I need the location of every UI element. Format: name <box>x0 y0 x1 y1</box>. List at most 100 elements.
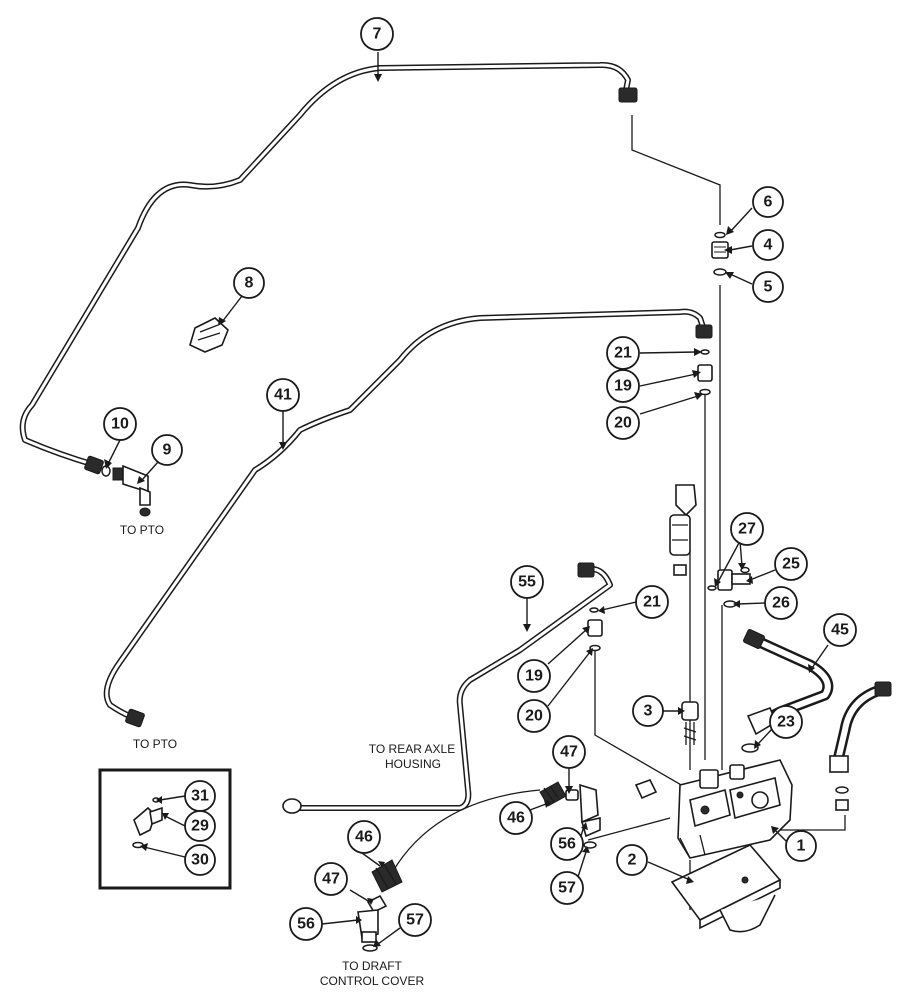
sensor <box>669 484 697 576</box>
right-hose-fitting <box>829 755 849 773</box>
svg-text:20: 20 <box>525 708 543 725</box>
callout-7: 7 <box>360 17 394 51</box>
svg-text:10: 10 <box>111 416 129 433</box>
tube-7-pto-nut <box>84 455 104 475</box>
svg-text:19: 19 <box>525 668 543 685</box>
callout-41: 41 <box>266 378 300 412</box>
fitting-set-upper <box>539 781 601 849</box>
hose-45-nut <box>743 629 765 649</box>
callout-25: 25 <box>774 547 808 581</box>
leaders <box>104 52 829 947</box>
tee-fitting <box>707 566 751 608</box>
note-to-rear-axle-line2: HOUSING <box>385 757 441 771</box>
callout-4: 4 <box>752 229 784 261</box>
callout-57-lower: 57 <box>398 903 432 937</box>
fitting-4 <box>711 231 729 276</box>
svg-text:7: 7 <box>373 26 382 43</box>
svg-text:21: 21 <box>614 345 632 362</box>
tube-41-nut <box>695 324 713 339</box>
callout-21-upper: 21 <box>606 336 640 370</box>
callout-45: 45 <box>823 613 857 647</box>
bracket-2 <box>670 844 782 933</box>
callout-30: 30 <box>184 844 216 876</box>
tube-7-nut <box>618 87 638 103</box>
callout-20-lower: 20 <box>517 699 551 733</box>
callout-10: 10 <box>103 407 137 441</box>
valve-body <box>677 759 793 859</box>
clip-8 <box>189 317 229 353</box>
callout-47-lower: 47 <box>314 862 348 896</box>
svg-text:8: 8 <box>245 275 254 292</box>
svg-text:46: 46 <box>355 829 373 846</box>
callout-47-upper: 47 <box>552 735 586 769</box>
note-to-pto-upper: TO PTO <box>120 523 164 537</box>
right-hose-adapter <box>835 799 849 811</box>
svg-text:56: 56 <box>297 916 315 933</box>
callout-19-upper: 19 <box>606 369 640 403</box>
tube-55-end <box>282 798 302 814</box>
right-hose-ring <box>835 786 849 794</box>
fitting-19-upper <box>697 349 713 396</box>
svg-text:47: 47 <box>322 871 340 888</box>
note-to-draft-line2: CONTROL COVER <box>320 974 425 988</box>
callout-46-lower: 46 <box>347 820 381 854</box>
svg-text:57: 57 <box>558 880 576 897</box>
callout-1: 1 <box>785 830 817 862</box>
callout-29: 29 <box>184 810 216 842</box>
valve-nut <box>634 779 658 800</box>
tube-41-pto-nut <box>125 708 145 728</box>
bolt-3 <box>681 701 699 745</box>
hose-45 <box>743 629 834 736</box>
assembly-line-4 <box>719 285 723 770</box>
svg-text:30: 30 <box>191 852 209 869</box>
svg-text:45: 45 <box>831 622 849 639</box>
callout-5: 5 <box>752 271 784 303</box>
fitting-set-lower <box>357 859 403 952</box>
callout-31: 31 <box>184 780 216 812</box>
fitting-19-lower <box>587 607 603 652</box>
ring-23 <box>741 743 759 753</box>
callout-26: 26 <box>764 586 798 620</box>
callout-8: 8 <box>233 267 265 299</box>
svg-text:3: 3 <box>644 703 653 720</box>
callout-2: 2 <box>616 844 648 876</box>
assembly-line-56 <box>587 817 671 841</box>
note-to-draft-line1: TO DRAFT <box>342 959 402 973</box>
assembly-line-19b <box>594 650 691 791</box>
callout-27: 27 <box>730 512 764 546</box>
inset-box <box>98 768 232 890</box>
svg-text:20: 20 <box>614 415 632 432</box>
svg-text:31: 31 <box>191 788 209 805</box>
svg-text:23: 23 <box>777 714 795 731</box>
svg-text:4: 4 <box>764 237 773 254</box>
note-to-rear-axle-line1: TO REAR AXLE <box>369 742 455 756</box>
callout-21-lower: 21 <box>635 585 669 619</box>
tube-41 <box>103 308 713 728</box>
assembly-line-7 <box>631 115 721 225</box>
svg-text:1: 1 <box>797 838 806 855</box>
callout-9: 9 <box>151 434 183 466</box>
callout-23: 23 <box>769 705 803 739</box>
hose-46-line <box>387 789 541 881</box>
svg-text:56: 56 <box>558 836 576 853</box>
right-hose-nut <box>874 681 892 697</box>
callout-56-upper: 56 <box>550 827 584 861</box>
svg-text:9: 9 <box>163 442 172 459</box>
callout-19-lower: 19 <box>517 659 551 693</box>
tube-55-nut <box>577 562 595 578</box>
callout-57-upper: 57 <box>550 871 584 905</box>
callout-6: 6 <box>752 186 784 218</box>
svg-text:2: 2 <box>628 852 637 869</box>
svg-text:46: 46 <box>507 810 525 827</box>
svg-text:5: 5 <box>764 279 773 296</box>
svg-text:25: 25 <box>782 556 800 573</box>
callout-46-upper: 46 <box>499 801 533 835</box>
svg-text:6: 6 <box>764 194 773 211</box>
svg-text:29: 29 <box>191 818 209 835</box>
svg-text:21: 21 <box>643 594 661 611</box>
svg-text:26: 26 <box>772 595 790 612</box>
callout-55: 55 <box>510 565 544 599</box>
svg-text:55: 55 <box>518 574 536 591</box>
svg-text:47: 47 <box>560 744 578 761</box>
